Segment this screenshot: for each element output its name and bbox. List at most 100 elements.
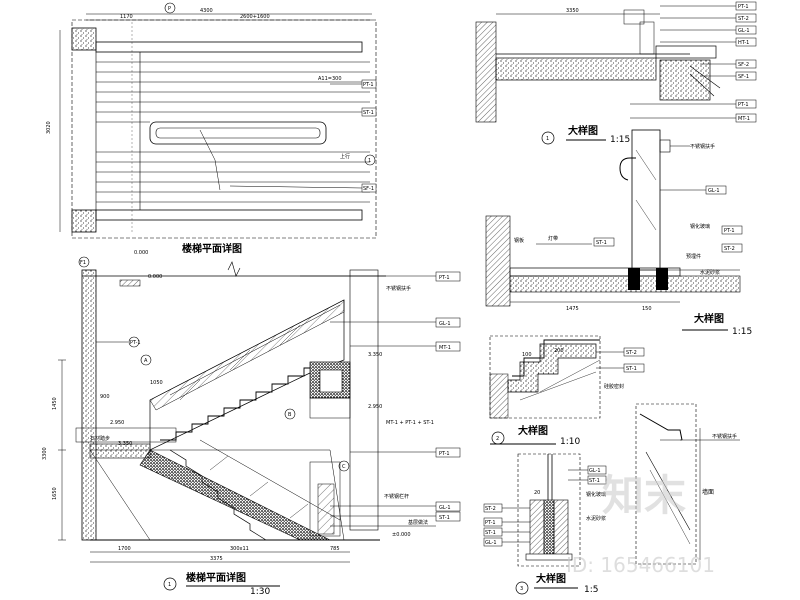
section-dim-bottom-b: 300x11: [230, 546, 249, 552]
section-marker-1: 1: [168, 582, 171, 588]
plan-tag-pt1: PT-1: [363, 82, 374, 88]
d3-scale: 1:10: [560, 437, 580, 447]
d2-tag-st1: ST-1: [596, 240, 607, 246]
section-tag-pt1-c: PT-1: [439, 451, 450, 457]
d1-tag-ht1: HT-1: [738, 40, 749, 46]
section-upper-flight: [149, 299, 345, 451]
section-dim-900: 900: [100, 394, 110, 400]
d1-marker: 1: [546, 136, 549, 142]
d2-scale: 1:15: [732, 327, 752, 337]
d1-tag-pt1-b: PT-1: [738, 102, 749, 108]
section-scale: 1:30: [250, 587, 270, 597]
section-tag-pt1-b: PT-1: [439, 275, 450, 281]
d4-tag-st2: ST-2: [485, 506, 496, 512]
plan-marker-p: P: [168, 6, 171, 12]
d5-note-wall: 墙面: [702, 488, 714, 496]
d3-tag-st2: ST-2: [626, 350, 637, 356]
d4-dim-a: 20: [534, 490, 540, 496]
section-dim-left-total: 3300: [42, 447, 48, 460]
section-level-3350: 3.350: [368, 352, 382, 358]
d1-tag-pt1: PT-1: [738, 4, 749, 10]
watermark: 知末 ID: 165466101: [566, 471, 715, 577]
section-dim-left-low: 1650: [52, 487, 58, 500]
detail-2: 不锈钢扶手 GL-1 钢板 灯带 ST-1 钢化玻璃 PT-1 ST-2 预埋件…: [485, 129, 752, 337]
section-marker-a: A: [144, 358, 148, 364]
d2-tag-st2: ST-2: [724, 246, 735, 252]
d2-tag-pt1: PT-1: [724, 228, 735, 234]
section-note-stone: 石材踏步: [90, 435, 110, 442]
plan-dim-top-sub: 2600+1600: [240, 14, 270, 20]
watermark-id: ID: 165466101: [566, 553, 715, 577]
detail-5: 不锈钢扶手 墙面: [635, 403, 740, 565]
section-level-top-b: 0.000: [148, 274, 162, 280]
d1-scale: 1:15: [610, 135, 630, 145]
d4-scale: 1:5: [584, 585, 598, 595]
d1-tag-st2: ST-2: [738, 16, 749, 22]
d4-tag-gl1: GL-1: [485, 540, 497, 546]
section-dim-1050: 1050: [150, 380, 163, 386]
d3-note-sealant: 硅胶密封: [604, 383, 624, 390]
detail-4: 20 ST-2 PT-1 ST-1 GL-1 GL-1 ST-1 钢化玻璃 水泥…: [483, 453, 607, 595]
d4-tag-pt1: PT-1: [485, 520, 496, 526]
d1-tag-sf1: SF-1: [738, 74, 749, 80]
d2-note-rail: 不锈钢扶手: [690, 143, 715, 150]
d2-note-light: 灯带: [548, 235, 558, 242]
d4-tag-st1-b: ST-1: [589, 478, 600, 484]
detail-3: 100 200 ST-2 ST-1 硅胶密封 2 大样图 1:10: [489, 335, 645, 447]
plan-marker-f1: F1: [80, 260, 86, 266]
section-dim-left-top: 1450: [52, 397, 58, 410]
d1-tags: PT-1 ST-2 GL-1 HT-1 SF-2 SF-1 PT-1 MT-1: [630, 1, 757, 123]
plan-tag-st1: ST-1: [363, 110, 374, 116]
d2-note-glass: 钢化玻璃: [690, 223, 710, 230]
plan-marker-1: 1: [368, 158, 371, 164]
section-dim-bottom-c: 785: [330, 546, 340, 552]
section-dim-bottom: 3375: [210, 556, 223, 562]
d3-marker: 2: [496, 436, 499, 442]
d4-marker: 3: [520, 586, 523, 592]
plan-dim-top: 4300: [200, 8, 213, 14]
plan-treads-upper: [96, 61, 370, 123]
section-note-base: 基层做法: [408, 519, 428, 526]
plan-step-dim: A11=300: [318, 76, 342, 82]
d3-dim-b: 200: [554, 348, 564, 354]
d4-tag-gl1-b: GL-1: [589, 468, 601, 474]
section-title: 楼梯平面详图: [186, 571, 246, 584]
d2-note-anchor: 预埋件: [686, 253, 701, 260]
stair-plan-view: 4300 2600+1600 1170 P: [46, 2, 377, 268]
section-tag-gl1: GL-1: [439, 321, 451, 327]
section-right-tags: PT-1 不锈钢扶手 GL-1 MT-1 3.350 2.950 MT-1 + …: [300, 271, 461, 538]
section-level-mid: 2.950: [110, 420, 124, 426]
d1-tag-mt1: MT-1: [738, 116, 750, 122]
d1-title: 大样图: [568, 124, 598, 137]
plan-note-upline: 上行: [340, 153, 350, 160]
d3-title: 大样图: [518, 424, 548, 437]
d4-title: 大样图: [536, 572, 566, 585]
section-tag-pt1-a: PT-1: [130, 340, 141, 346]
plan-dim-side: 3020: [46, 121, 52, 134]
d2-note-mortar: 水泥砂浆: [700, 269, 720, 276]
stair-section-view: 0.000 0.000: [42, 250, 461, 597]
d2-note-steel: 钢板: [514, 237, 524, 244]
section-level-mid-b: 3.350: [118, 441, 132, 447]
d3-tag-st1: ST-1: [626, 366, 637, 372]
d2-dim-a: 1475: [566, 306, 579, 312]
d5-note-rail: 不锈钢扶手: [712, 433, 737, 440]
section-marker-b: B: [288, 412, 292, 418]
detail-1: 3350 PT-1 ST-2 GL-1 HT-1 SF-2: [475, 1, 757, 145]
d4-note-mortar: 水泥砂浆: [586, 515, 606, 522]
plan-dim-left: 1170: [120, 14, 133, 20]
section-level-top: 0.000: [134, 250, 148, 256]
d1-tag-gl1: GL-1: [738, 28, 750, 34]
d3-dim-a: 100: [522, 352, 532, 358]
section-level-2950: 2.950: [368, 404, 382, 410]
section-dim-bottom-a: 1700: [118, 546, 131, 552]
section-level-low: ±0.000: [392, 532, 411, 538]
d2-tag-gl1: GL-1: [708, 188, 720, 194]
d4-tag-st1: ST-1: [485, 530, 496, 536]
section-tag-mt1: MT-1: [439, 345, 451, 351]
plan-title: 楼梯平面详图: [182, 242, 242, 255]
watermark-brand: 知末: [602, 471, 686, 520]
section-tag-gl1-b: GL-1: [439, 505, 451, 511]
plan-treads-lower: [96, 151, 370, 203]
